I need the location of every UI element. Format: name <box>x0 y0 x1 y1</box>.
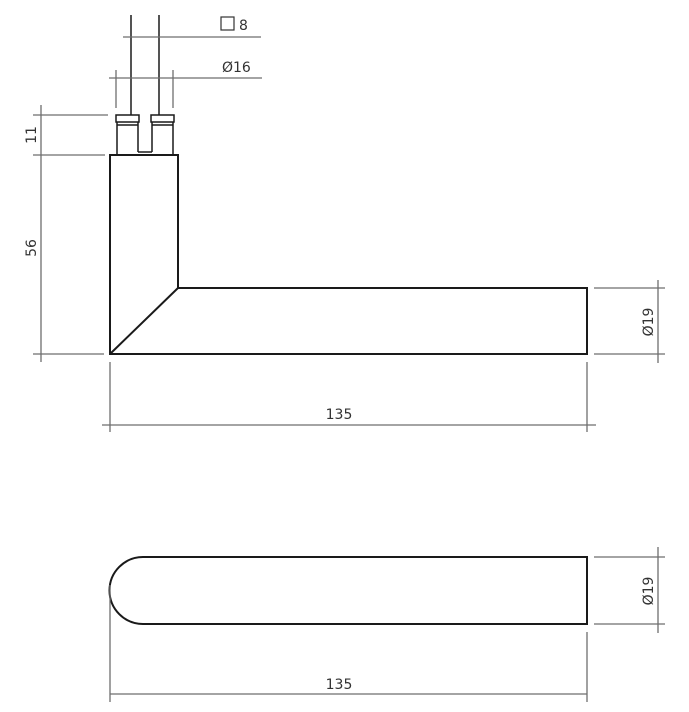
dim-label-length-top: 135 <box>326 677 353 693</box>
dim-label-lever-diameter-side: Ø19 <box>641 308 657 337</box>
dim-label-length-side: 135 <box>326 407 353 423</box>
dim-lever-diameter-top: Ø19 <box>594 547 665 633</box>
dim-label-square-8: 8 <box>239 18 248 34</box>
dim-label-lever-diameter-top: Ø19 <box>641 577 657 606</box>
handle-bevel <box>109 287 179 355</box>
dim-label-rose-height: 11 <box>24 126 40 144</box>
handle-body <box>109 154 588 355</box>
dim-label-rose-diameter: Ø16 <box>222 60 251 76</box>
dim-length-side: 135 <box>102 362 596 432</box>
rose-block <box>115 114 175 155</box>
dim-spindle-square: 8 <box>123 16 261 38</box>
dim-length-top: 135 <box>109 585 588 702</box>
lever-top-outline <box>108 556 588 625</box>
dim-rose-diameter: Ø16 <box>109 60 262 108</box>
square-symbol-icon <box>220 16 235 31</box>
dim-heights: 11 56 <box>24 105 108 362</box>
top-view: Ø19 135 <box>108 547 665 702</box>
side-view: 8 Ø16 11 56 Ø19 <box>24 15 665 432</box>
dim-lever-diameter-side: Ø19 <box>594 280 665 363</box>
dim-label-handle-height: 56 <box>24 239 40 257</box>
